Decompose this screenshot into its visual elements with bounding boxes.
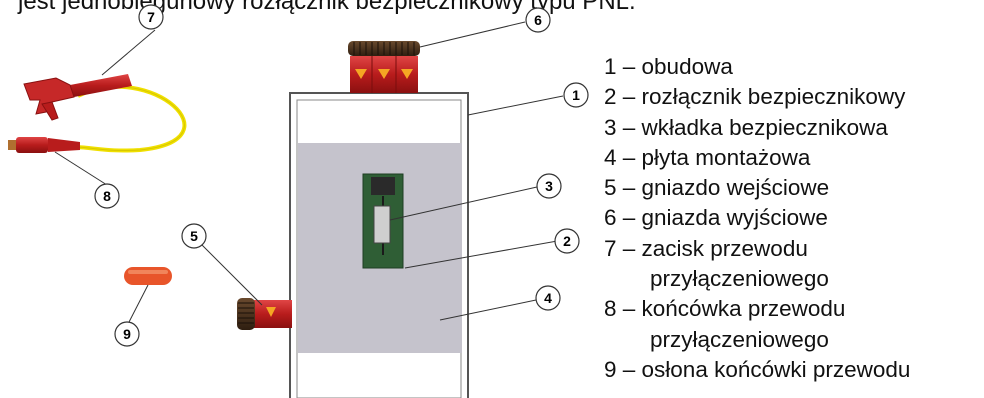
legend-item-7: 7 – zacisk przewodu (604, 235, 808, 261)
cable-plug (8, 137, 80, 153)
input-socket (237, 298, 292, 330)
svg-text:1: 1 (572, 87, 580, 103)
legend-item-7-line2: przyłączeniowego (650, 266, 829, 292)
alligator-clamp (23, 74, 132, 121)
legend: 1 – obudowa 2 – rozłącznik bezpiecznikow… (604, 52, 910, 385)
legend-item-8: 8 – końcówka przewodu (604, 296, 846, 322)
callout-7: 7 (138, 4, 164, 30)
legend-item-5: 5 – gniazdo wejściowe (604, 175, 830, 201)
svg-text:3: 3 (545, 178, 553, 194)
legend-item-6: 6 – gniazda wyjściowe (604, 205, 828, 231)
callout-3: 3 (536, 173, 562, 199)
legend-item-1: 1 – obudowa (604, 54, 733, 79)
fuse-insert (373, 205, 391, 244)
callout-4: 4 (535, 285, 561, 311)
svg-text:7: 7 (147, 9, 155, 25)
callout-1: 1 (563, 82, 589, 108)
callout-2: 2 (554, 228, 580, 254)
svg-text:2: 2 (563, 233, 571, 249)
legend-item-3: 3 – wkładka bezpiecznikowa (604, 114, 888, 140)
legend-item-2: 2 – rozłącznik bezpiecznikowy (604, 84, 906, 110)
protective-cap (124, 267, 172, 285)
legend-item-8-line2: przyłączeniowego (650, 326, 829, 352)
callout-5: 5 (181, 223, 207, 249)
callout-9: 9 (114, 321, 140, 347)
svg-text:4: 4 (544, 290, 552, 306)
callout-6: 6 (525, 7, 551, 33)
svg-text:9: 9 (123, 326, 131, 342)
legend-item-4: 4 – płyta montażowa (604, 144, 811, 170)
header-fragment: jest jednobiegunowy rozłącznik bezpieczn… (18, 0, 636, 15)
leader-lines (54, 21, 564, 325)
svg-text:6: 6 (534, 12, 542, 28)
output-sockets (348, 41, 420, 93)
svg-text:5: 5 (190, 228, 198, 244)
cable (75, 84, 187, 153)
svg-text:8: 8 (103, 188, 111, 204)
callout-8: 8 (94, 183, 120, 209)
legend-item-8-cont: przyłączeniowego (604, 325, 910, 355)
legend-item-7-cont: przyłączeniowego (604, 264, 910, 294)
legend-item-9: 9 – osłona końcówki przewodu (604, 356, 911, 382)
